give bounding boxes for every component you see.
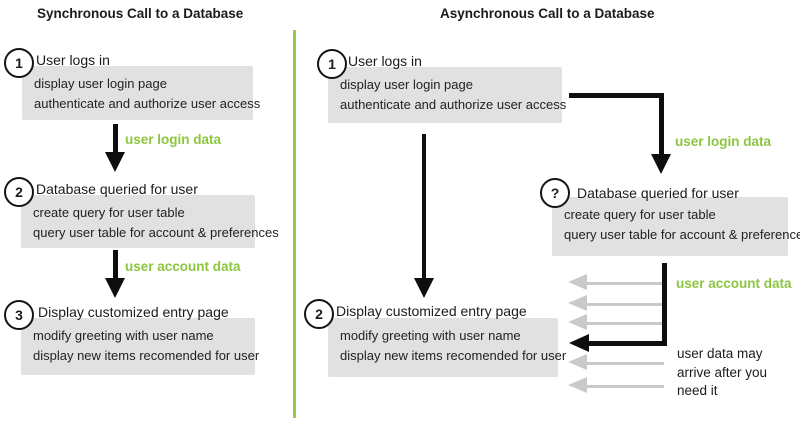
right-column-title: Asynchronous Call to a Database <box>440 6 655 21</box>
async-account-elbow-horizontal <box>588 341 667 346</box>
gray-data-arrow-left-icon <box>568 295 587 311</box>
async-stepq-title: Database queried for user <box>577 185 739 201</box>
sync-arrow1-label: user login data <box>125 132 222 147</box>
sync-step3-box: modify greeting with user name display n… <box>21 318 260 375</box>
async-step1-badge: 1 <box>317 49 347 79</box>
async-main-arrow-shaft <box>422 134 426 280</box>
sync-arrow2-down-icon <box>105 278 125 298</box>
async-stepq-badge: ? <box>540 178 570 208</box>
sync-step3-title: Display customized entry page <box>38 304 229 320</box>
async-step1-box: display user login page authenticate and… <box>328 67 567 123</box>
sync-arrow2-label: user account data <box>125 259 241 274</box>
async-account-arrow-left-icon <box>569 334 589 352</box>
async-step2-box: modify greeting with user name display n… <box>328 318 567 377</box>
async-main-arrow-down-icon <box>414 278 434 298</box>
async-stepq-box: create query for user table query user t… <box>552 197 800 256</box>
sync-step2-title: Database queried for user <box>36 181 198 197</box>
async-arrow1-label: user login data <box>675 134 772 149</box>
sync-step1-line1: display user login page <box>34 76 167 91</box>
sync-step2-badge: 2 <box>4 177 34 207</box>
sync-step1-box: display user login page authenticate and… <box>22 66 261 120</box>
sync-arrow1-down-icon <box>105 152 125 172</box>
sync-step2-line2: query user table for account & preferenc… <box>33 225 279 240</box>
sync-arrow1-shaft <box>113 124 118 154</box>
left-column-title: Synchronous Call to a Database <box>37 6 244 21</box>
async-stepq-line1: create query for user table <box>564 207 716 222</box>
gray-data-arrow-left-icon <box>568 354 587 370</box>
gray-data-arrow-left-icon <box>568 274 587 290</box>
sync-step1-title: User logs in <box>36 52 110 68</box>
gray-data-arrow-left-icon <box>568 377 587 393</box>
sync-step3-line1: modify greeting with user name <box>33 328 214 343</box>
async-step1-line1: display user login page <box>340 77 473 92</box>
gray-data-arrow-left-icon <box>568 314 587 330</box>
async-step2-line1: modify greeting with user name <box>340 328 521 343</box>
sync-arrow2-shaft <box>113 250 118 280</box>
async-note-line1: user data may <box>677 346 763 361</box>
async-step1-title: User logs in <box>348 53 422 69</box>
column-divider <box>293 30 296 418</box>
async-login-arrow-down-icon <box>651 154 671 174</box>
async-login-elbow-vertical <box>659 93 664 156</box>
gray-data-arrow-shaft <box>586 362 664 365</box>
sync-step1-badge: 1 <box>4 48 34 78</box>
async-step1-line2: authenticate and authorize user access <box>340 97 567 112</box>
async-arrow2-label: user account data <box>676 276 792 291</box>
async-step2-line2: display new items recomended for user <box>340 348 567 363</box>
async-note: user data may arrive after you need it <box>677 345 767 401</box>
gray-data-arrow-shaft <box>586 385 664 388</box>
async-account-elbow-vertical <box>662 263 667 345</box>
sync-step2-box: create query for user table query user t… <box>21 195 279 248</box>
sync-step2-line1: create query for user table <box>33 205 185 220</box>
async-note-line2: arrive after you <box>677 364 768 380</box>
async-step2-title: Display customized entry page <box>336 303 527 319</box>
sync-step3-badge: 3 <box>4 300 34 330</box>
gray-data-arrow-shaft <box>586 303 664 306</box>
async-note-line3: need it <box>677 383 718 398</box>
async-step2-badge: 2 <box>304 299 334 329</box>
gray-data-arrow-shaft <box>586 282 664 285</box>
sync-step1-line2: authenticate and authorize user access <box>34 96 261 111</box>
async-stepq-line2: query user table for account & preferenc… <box>564 227 800 242</box>
sync-step3-line2: display new items recomended for user <box>33 348 260 363</box>
gray-data-arrow-shaft <box>586 322 664 325</box>
async-login-elbow-horizontal <box>569 93 664 98</box>
